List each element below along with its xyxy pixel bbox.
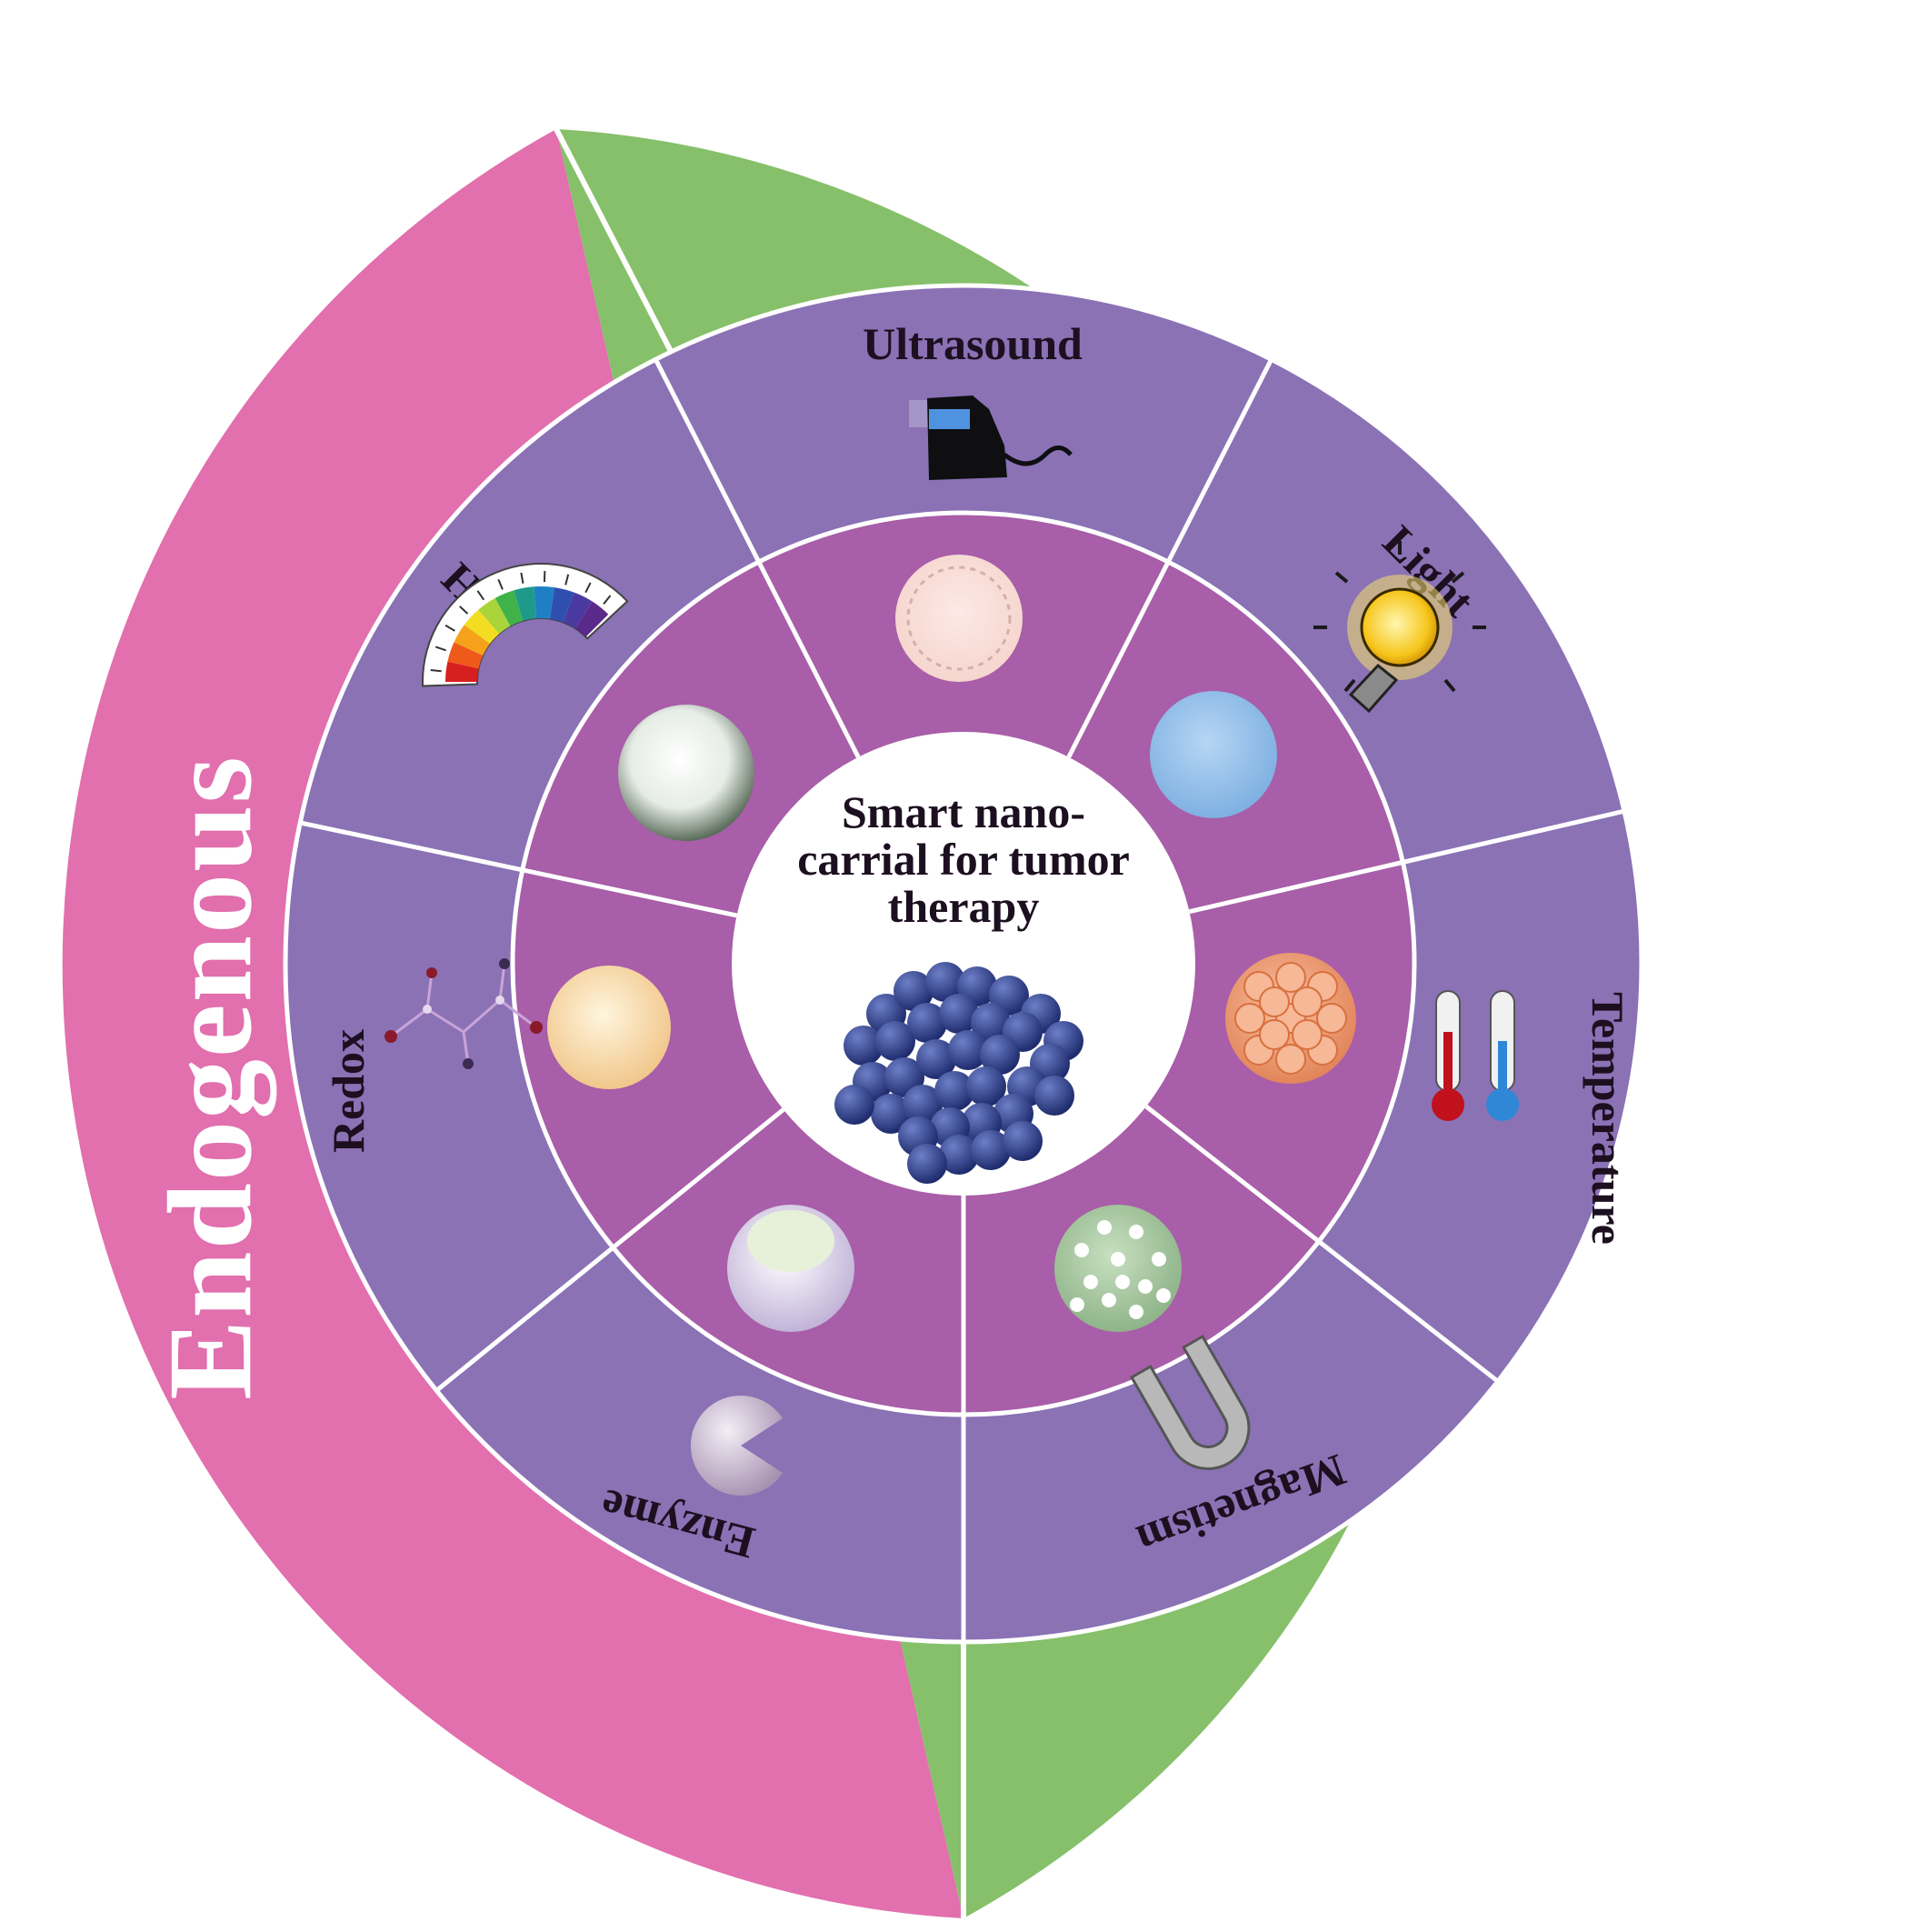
center-title-line-3: therapy: [888, 881, 1040, 932]
stimulus-label-ultrasound: Ultrasound: [863, 318, 1083, 369]
nanoparticle-ph: [618, 705, 754, 841]
stimulus-label-temperature: Temperature: [1583, 992, 1633, 1245]
stimulus-label-temperature-group: Temperature: [1583, 992, 1633, 1245]
endogenous-label-group: Endogenous: [143, 755, 276, 1400]
stimulus-label-redox-group: Redox: [323, 1029, 374, 1153]
center-title-line-1: Smart nano-: [842, 786, 1085, 837]
nanoparticle-ultrasound: [895, 555, 1023, 682]
nanoparticle-light: [1150, 691, 1277, 818]
exogenous-label-group: Exogenous: [1664, 525, 1798, 1095]
nanoparticle-enzyme: [727, 1205, 854, 1332]
center-title-line-2: carrial for tumor: [797, 834, 1130, 885]
nanoparticle-magnetism: [1054, 1205, 1182, 1332]
exogenous-label: Exogenous: [1664, 525, 1798, 1095]
nanoparticle-redox: [547, 966, 671, 1089]
nanoparticle-temperature: [1225, 953, 1356, 1084]
stimulus-label-redox: Redox: [323, 1029, 374, 1153]
endogenous-label: Endogenous: [143, 755, 276, 1400]
